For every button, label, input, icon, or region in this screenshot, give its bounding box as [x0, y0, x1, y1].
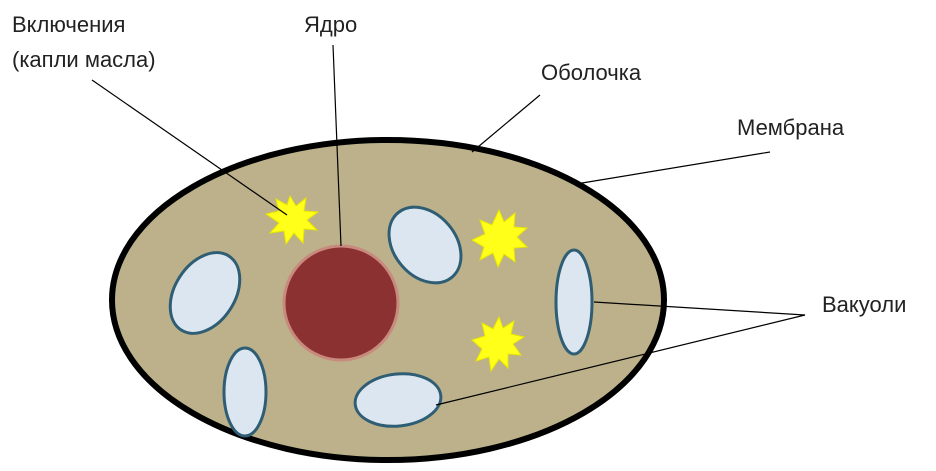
vacuole	[556, 250, 592, 354]
label-vacuoles: Вакуоли	[822, 292, 906, 317]
label-membrane: Мембрана	[737, 115, 845, 140]
vacuole	[224, 348, 266, 436]
label-inclusions-line1: Включения	[12, 12, 125, 37]
leader-line-shell	[472, 95, 540, 152]
nucleus	[284, 246, 398, 360]
label-nucleus: Ядро	[304, 12, 357, 37]
leader-line-membrane	[576, 152, 770, 184]
label-shell: Оболочка	[541, 60, 642, 85]
label-inclusions-line2: (капли масла)	[12, 47, 156, 72]
